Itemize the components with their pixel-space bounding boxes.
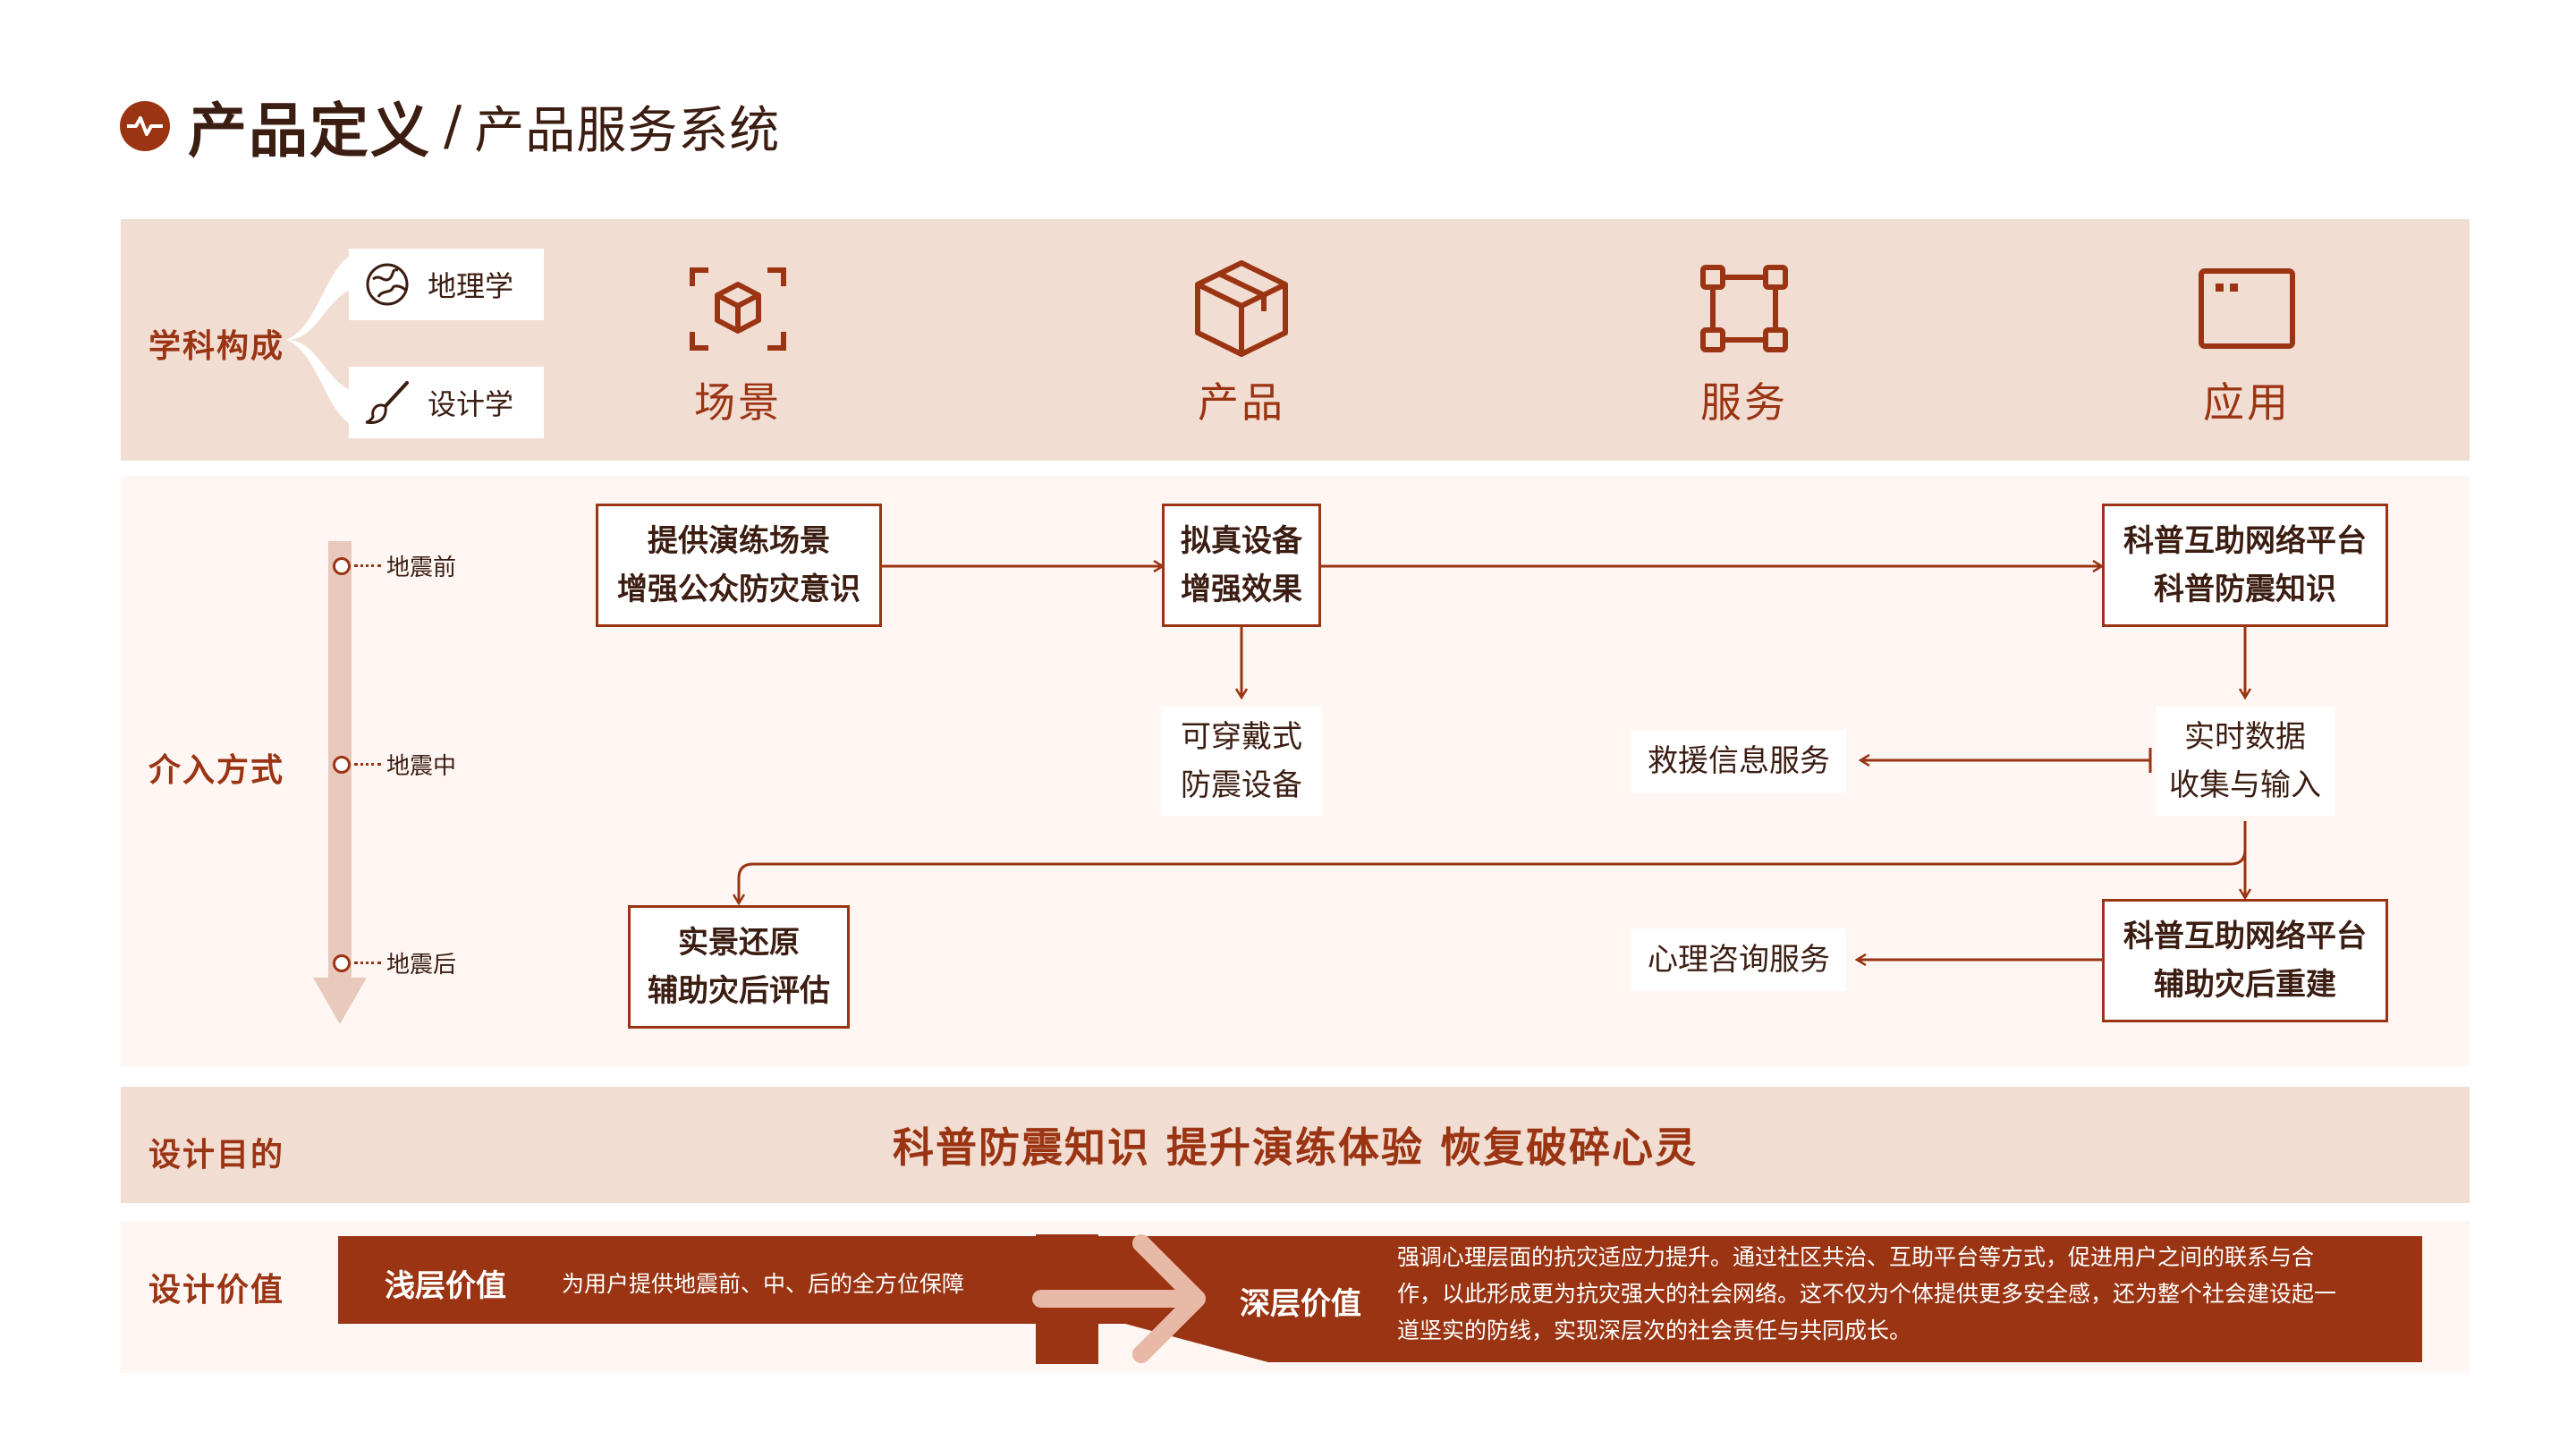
discipline-item-label: 地理学 [428, 269, 514, 303]
title-separator: / [444, 95, 462, 157]
stage-during: 地震中 [333, 748, 456, 781]
discipline-item-geography: 地理学 [349, 249, 544, 320]
discipline-label: 学科构成 [148, 328, 285, 365]
discipline-brace [286, 250, 367, 429]
pillar-label: 场景 [694, 378, 782, 427]
node-scene-before: 提供演练场景 增强公众防灾意识 [596, 504, 882, 627]
node-service-during: 救援信息服务 [1631, 730, 1846, 792]
brush-icon [361, 377, 413, 428]
pillar-label: 服务 [1700, 378, 1788, 427]
stage-after: 地震后 [333, 946, 456, 979]
nodes-icon [1700, 265, 1788, 352]
node-app-after: 科普互助网络平台 辅助灾后重建 [2102, 899, 2388, 1022]
purpose-statement: 科普防震知识 提升演练体验 恢复破碎心灵 [892, 1123, 1699, 1172]
globe-icon [361, 258, 413, 310]
value-label: 设计价值 [148, 1272, 285, 1309]
window-icon [2199, 268, 2295, 349]
purpose-label: 设计目的 [148, 1137, 285, 1174]
pillar-application: 应用 [2131, 259, 2363, 429]
stage-dot [333, 953, 351, 972]
node-product-before: 拟真设备 增强效果 [1162, 504, 1321, 627]
page-title: 产品定义 [188, 97, 431, 165]
pillar-service: 服务 [1628, 259, 1860, 429]
discipline-item-label: 设计学 [428, 387, 514, 421]
pillar-product: 产品 [1125, 259, 1358, 429]
page-header: 产品定义 / 产品服务系统 [120, 86, 780, 166]
deep-value-text: 强调心理层面的抗灾适应力提升。通过社区共治、互助平台等方式，促进用户之间的联系与… [1397, 1244, 2337, 1343]
shallow-value-text: 为用户提供地震前、中、后的全方位保障 [562, 1271, 965, 1297]
pulse-logo-icon [120, 101, 170, 151]
stage-dot [333, 755, 351, 774]
discipline-item-design: 设计学 [349, 367, 544, 438]
box-icon [1195, 260, 1288, 357]
deep-value-title: 深层价值 [1240, 1286, 1361, 1322]
stage-label: 地震后 [386, 952, 457, 979]
purpose-band [121, 1087, 2470, 1203]
node-service-after: 心理咨询服务 [1631, 928, 1846, 991]
pillar-scene: 场景 [622, 259, 854, 429]
pillar-label: 应用 [2203, 378, 2291, 427]
stage-label: 地震中 [386, 753, 457, 780]
stage-label: 地震前 [386, 555, 457, 581]
intervention-label: 介入方式 [148, 752, 285, 789]
node-app-during: 实时数据 收集与输入 [2156, 707, 2334, 816]
node-app-before: 科普互助网络平台 科普防震知识 [2102, 504, 2388, 627]
scan-cube-icon [690, 267, 786, 351]
stage-dot [333, 556, 351, 575]
page-subtitle: 产品服务系统 [474, 101, 781, 160]
pillar-label: 产品 [1198, 378, 1285, 427]
value-banner [338, 1234, 2422, 1364]
stage-before: 地震前 [333, 549, 456, 582]
shallow-value-title: 浅层价值 [385, 1268, 506, 1304]
node-product-during: 可穿戴式 防震设备 [1161, 707, 1322, 816]
node-scene-after: 实景还原 辅助灾后评估 [628, 905, 850, 1029]
